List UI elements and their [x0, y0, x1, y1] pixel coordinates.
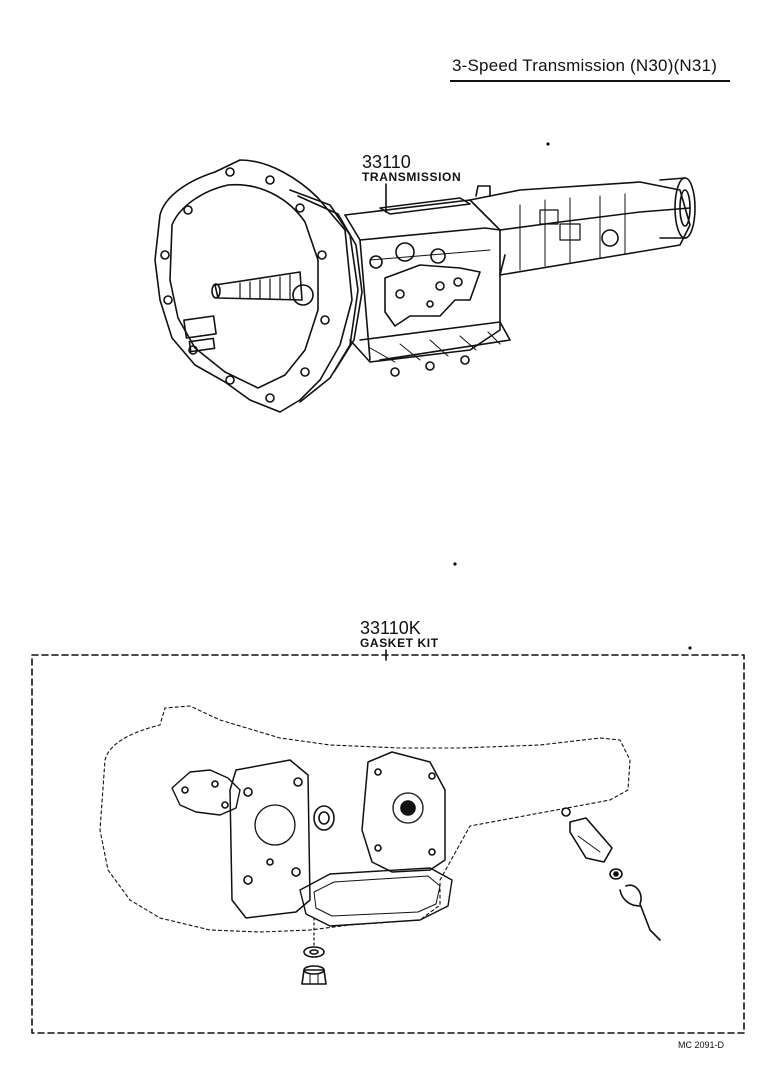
part-name-gasket-kit: GASKET KIT [360, 636, 439, 650]
transmission-illustration [154, 159, 696, 413]
part-number-transmission: 33110 [362, 152, 411, 172]
part-number-gasket-kit: 33110K [360, 618, 421, 638]
drawing-code: MC 2091-D [678, 1040, 725, 1050]
title-underline [450, 80, 730, 82]
diagram-title: 3-Speed Transmission (N30)(N31) [452, 56, 718, 75]
gasket-kit-frame [31, 654, 745, 1034]
part-name-transmission: TRANSMISSION [362, 170, 462, 184]
gasket-kit-illustration [99, 705, 661, 985]
